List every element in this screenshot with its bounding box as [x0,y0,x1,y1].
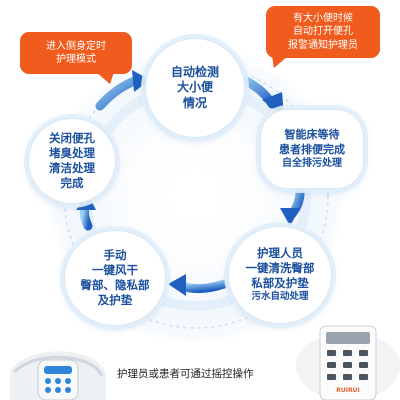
flow-arrow-3 [168,274,229,296]
step-line: 自全排污处理 [282,157,342,169]
bed-control-panel-image [10,351,106,400]
step-line: 情况 [182,95,207,110]
step-auto-detect: 自动检测 大小便 情况 [145,38,245,138]
step-line: 完成 [60,175,84,190]
flow-arrow-4 [76,194,96,231]
callout-left-line: 进入侧身定时 [46,40,106,52]
step-line: 私部及护垫 [251,276,309,291]
callout-left-line: 护理模式 [56,54,96,65]
step-line: 护理人员 [257,246,303,261]
step-line: 堵臭处理 [49,146,95,161]
step-line: 关闭便孔 [49,131,95,146]
step-close-hole: 关闭便孔 堵臭处理 清洁处理 完成 [28,118,116,204]
step-caregiver-one-key-wash: 护理人员 一键清洗臀部 私部及护垫 污水自动处理 [228,226,332,324]
step-line: 大小便 [176,80,213,95]
callout-right-tail [272,56,288,68]
step-line: 一键风干 [92,263,138,278]
flow-arrow-5 [95,70,150,111]
step-line: 清洁处理 [49,161,95,175]
flow-arrow-2 [280,187,305,226]
step-manual-air-dry: 手动 一键风干 臀部、隐私部 及护垫 [64,230,166,326]
remote-brand-label: RUIRUI [336,387,359,394]
remote-control-caption: 护理员或患者可通过摇控操作 [117,368,254,380]
handheld-remote-image: RUIRUI [296,325,400,400]
callout-right-line: 有大小便时候 [293,12,353,24]
step-line: 一键清洗臀部 [245,261,315,276]
step-line: 及护垫 [97,292,133,307]
step-smart-bed-wait: 智能床等待 患者排便完成 自全排污处理 [260,109,364,189]
callout-left-tail [96,72,114,84]
step-line: 手动 [103,248,127,263]
step-line: 智能床等待 [284,128,340,142]
callout-side-care-mode: 进入侧身定时 护理模式 [20,32,132,74]
callout-auto-open-alarm: 有大小便时候 自动打开便孔 报警通知护理员 [266,6,380,58]
callout-right-line: 报警通知护理员 [288,39,358,51]
callout-right-line: 自动打开便孔 [293,26,353,38]
step-line: 患者排便完成 [279,142,345,156]
step-line: 自动检测 [170,64,219,79]
step-line: 臀部、隐私部 [80,278,150,292]
step-line: 污水自动处理 [251,291,309,303]
